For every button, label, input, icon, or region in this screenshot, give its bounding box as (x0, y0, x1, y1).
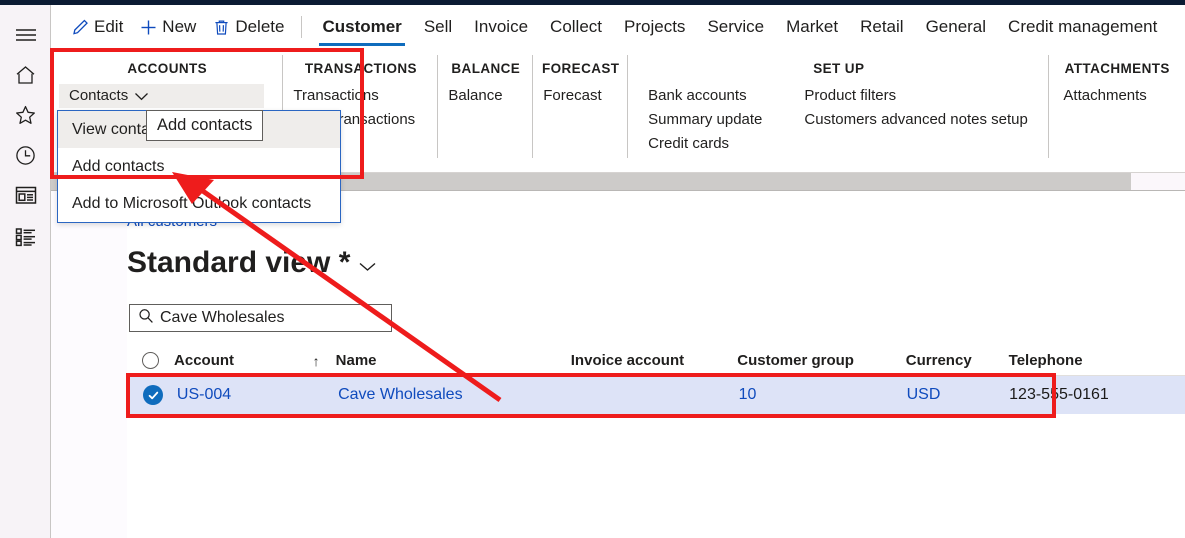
ribbon-item-contacts[interactable]: Contacts (59, 84, 264, 108)
tab-collect-label: Collect (550, 17, 603, 36)
ribbon-group-balance-title: BALANCE (451, 61, 521, 76)
ribbon-group-forecast-title: FORECAST (541, 61, 620, 76)
row-select-checkbox[interactable] (130, 385, 177, 405)
page-title: Standard view * (127, 246, 377, 280)
chevron-down-icon[interactable] (358, 259, 377, 277)
menu-item-add-to-microsoft-outlook-contacts[interactable]: Add to Microsoft Outlook contacts (72, 195, 312, 212)
cell-account[interactable]: US-004 (176, 386, 232, 403)
tab-credit-management[interactable]: Credit management (997, 8, 1168, 46)
cell-telephone[interactable]: 123-555-0161 (1009, 386, 1109, 403)
chevron-down-icon (134, 92, 149, 101)
ribbon-group-attachments: ATTACHMENTS Attachments (1049, 49, 1185, 164)
command-separator (301, 16, 303, 38)
column-header-account-label: Account (174, 352, 235, 369)
page-title-text: Standard view * (127, 246, 351, 279)
tab-invoice[interactable]: Invoice (463, 8, 539, 46)
ribbon-group-attachments-title: ATTACHMENTS (1064, 61, 1170, 76)
ribbon-group-balance: BALANCE Balance (438, 49, 534, 164)
command-bar: Edit New Delete Customer Sell Invoice (51, 5, 1185, 49)
column-header-currency[interactable]: Currency (905, 352, 972, 369)
ribbon-item-summary-update[interactable]: Summary update (648, 111, 763, 128)
table-row[interactable]: US-004 Cave Wholesales 10 USD 123-555-01… (127, 376, 1185, 414)
tab-general[interactable]: General (915, 8, 997, 46)
tab-sell-label: Sell (423, 17, 453, 36)
tab-market-label: Market (786, 17, 839, 36)
ribbon-group-set-up: SET UP Bank accounts Summary update Cred… (628, 49, 1050, 164)
cell-customer-group[interactable]: 10 (738, 386, 757, 403)
ribbon-item-customers-advanced-notes-setup[interactable]: Customers advanced notes setup (804, 111, 1028, 128)
cell-currency[interactable]: USD (906, 386, 941, 403)
column-header-invoice-account[interactable]: Invoice account (570, 352, 685, 369)
navigation-rail (0, 5, 51, 538)
ribbon-item-forecast[interactable]: Forecast (543, 87, 602, 104)
tab-sell[interactable]: Sell (413, 8, 463, 46)
tab-credit-management-label: Credit management (1008, 17, 1158, 36)
new-button[interactable]: New (131, 10, 204, 44)
tab-invoice-label: Invoice (474, 17, 529, 36)
hamburger-menu-icon[interactable] (0, 15, 51, 55)
ribbon-item-credit-cards[interactable]: Credit cards (648, 135, 730, 152)
customers-grid: Account ↑ Name Invoice account Customer … (127, 346, 1185, 414)
page-content: All customers Standard view * Cave Whole… (51, 190, 1185, 538)
tab-customer-label: Customer (322, 17, 402, 36)
tab-service-label: Service (707, 17, 765, 36)
tab-collect[interactable]: Collect (539, 8, 613, 46)
tab-projects[interactable]: Projects (613, 8, 696, 46)
menu-item-add-contacts[interactable]: Add contacts (72, 158, 165, 175)
ribbon-item-balance[interactable]: Balance (448, 87, 503, 104)
ribbon-group-accounts-title: ACCOUNTS (127, 61, 208, 76)
home-icon[interactable] (0, 55, 51, 95)
tab-retail-label: Retail (860, 17, 904, 36)
search-input[interactable]: Cave Wholesales (129, 304, 392, 332)
workspaces-icon[interactable] (0, 175, 51, 215)
ribbon-group-set-up-title: SET UP (813, 61, 865, 76)
tab-customer[interactable]: Customer (311, 8, 412, 46)
ribbon-group-forecast: FORECAST Forecast (533, 49, 629, 164)
ribbon-item-bank-accounts[interactable]: Bank accounts (648, 87, 747, 104)
plus-icon (139, 18, 158, 37)
title-bar-strip (0, 0, 1185, 5)
column-header-telephone[interactable]: Telephone (1008, 352, 1083, 369)
column-header-name[interactable]: Name (335, 352, 377, 369)
cell-name[interactable]: Cave Wholesales (338, 386, 463, 403)
delete-button-label: Delete (235, 17, 285, 36)
grid-header-row: Account ↑ Name Invoice account Customer … (127, 346, 1185, 376)
page-inner: All customers Standard view * Cave Whole… (127, 191, 1185, 538)
tab-service[interactable]: Service (696, 8, 775, 46)
recent-clock-icon[interactable] (0, 135, 51, 175)
trash-icon (212, 18, 231, 37)
ribbon-item-transactions[interactable]: Transactions (293, 87, 379, 104)
pencil-icon (71, 18, 90, 37)
tab-market[interactable]: Market (775, 8, 849, 46)
edit-button-label: Edit (94, 17, 124, 36)
checkmark-icon (143, 385, 164, 405)
delete-button[interactable]: Delete (204, 10, 292, 44)
tooltip-add-contacts: Add contacts (146, 110, 264, 141)
ribbon-item-product-filters[interactable]: Product filters (804, 87, 897, 104)
tab-general-label: General (925, 17, 987, 36)
ribbon-group-transactions-title: TRANSACTIONS (304, 61, 417, 76)
ribbon-item-contacts-label: Contacts (69, 87, 129, 104)
sort-ascending-icon: ↑ (312, 352, 320, 369)
tab-retail[interactable]: Retail (849, 8, 914, 46)
search-icon (138, 308, 154, 329)
tab-projects-label: Projects (624, 17, 686, 36)
edit-button[interactable]: Edit (63, 10, 131, 44)
modules-list-icon[interactable] (0, 217, 51, 257)
search-input-value: Cave Wholesales (160, 309, 285, 326)
new-button-label: New (162, 17, 197, 36)
ribbon-item-attachments[interactable]: Attachments (1063, 87, 1147, 104)
column-header-customer-group[interactable]: Customer group (737, 352, 854, 369)
favorites-star-icon[interactable] (0, 95, 51, 135)
column-header-account[interactable]: Account ↑ (174, 352, 336, 369)
select-all-circle-icon[interactable] (127, 352, 174, 369)
